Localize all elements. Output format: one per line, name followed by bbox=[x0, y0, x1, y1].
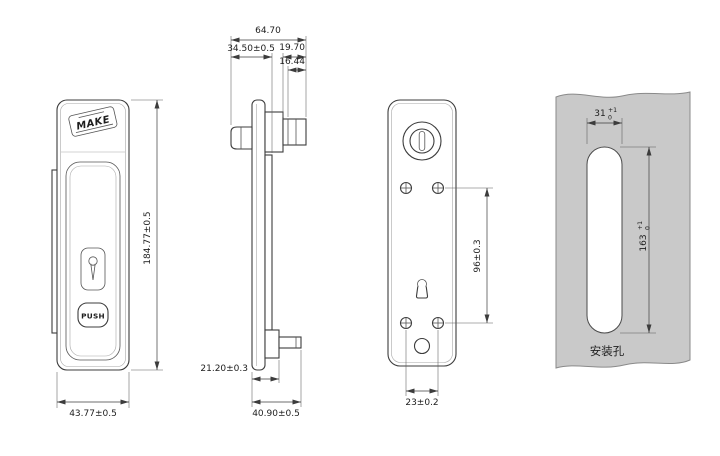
screw-bottom-right bbox=[431, 316, 445, 330]
lock-body-front bbox=[56, 99, 130, 371]
dim-back-horizontal-label: 23±0.2 bbox=[405, 398, 438, 408]
mounting-nut-profile bbox=[282, 118, 307, 146]
dim-side-latch: 21.20±0.3 bbox=[200, 360, 280, 407]
dim-back-vertical-label: 96±0.3 bbox=[473, 239, 483, 272]
dim-front-width-label: 43.77±0.5 bbox=[69, 409, 117, 419]
front-plate-profile bbox=[251, 99, 266, 371]
dim-side-latch-label: 21.20±0.3 bbox=[200, 364, 248, 374]
back-inner-edge bbox=[391, 103, 453, 363]
dim-hole-width-sup: +1 bbox=[608, 107, 617, 114]
dim-side-cylinder: 19.70 bbox=[279, 43, 306, 117]
push-button[interactable]: PUSH bbox=[77, 302, 109, 328]
logo-top-stripe bbox=[78, 111, 105, 119]
dim-front-height-label: 184.77±0.5 bbox=[143, 211, 153, 264]
panel-section bbox=[555, 91, 691, 369]
cylinder-housing-profile bbox=[264, 111, 284, 153]
keyhole-stem-icon bbox=[90, 263, 96, 281]
dim-side-body-label: 34.50±0.5 bbox=[227, 44, 275, 54]
dim-hole-height-sup: +1 bbox=[637, 221, 644, 230]
side-view: 64.70 34.50±0.5 19.70 16.44 21.20±0.3 40… bbox=[200, 26, 307, 419]
lock-body-back bbox=[387, 99, 457, 367]
dim-hole-width: 31 +1 0 bbox=[586, 107, 623, 144]
installation-hole-view: 31 +1 0 163 +1 0 安装孔 bbox=[555, 91, 691, 369]
dim-side-total-label: 64.70 bbox=[255, 26, 281, 36]
bottom-hole bbox=[413, 337, 431, 355]
key-slot[interactable] bbox=[418, 131, 426, 151]
lock-cylinder[interactable] bbox=[402, 121, 442, 161]
logo-outline bbox=[68, 106, 118, 137]
dim-side-nut: 16.44 bbox=[279, 57, 306, 117]
dim-side-nut-label: 16.44 bbox=[279, 57, 305, 67]
lock-body-inner-edge bbox=[60, 103, 126, 367]
screw-top-left bbox=[399, 181, 413, 195]
dim-back-horizontal: 23±0.2 bbox=[405, 330, 439, 408]
dim-hole-height: 163 +1 0 bbox=[620, 146, 656, 334]
back-view: 96±0.3 23±0.2 bbox=[387, 99, 493, 408]
dim-front-width: 43.77±0.5 bbox=[56, 372, 130, 419]
latch-base-profile bbox=[264, 329, 280, 359]
dim-hole-width-sub: 0 bbox=[608, 115, 612, 122]
dim-back-vertical: 96±0.3 bbox=[445, 187, 493, 324]
push-button-face[interactable] bbox=[77, 302, 109, 328]
handle-recess-inner bbox=[69, 165, 117, 357]
dim-side-total: 64.70 bbox=[230, 26, 307, 125]
handle-recess bbox=[65, 161, 121, 361]
dim-side-overall: 40.90±0.5 bbox=[252, 350, 302, 419]
dim-side-cylinder-label: 19.70 bbox=[279, 43, 305, 53]
screw-top-right bbox=[431, 181, 445, 195]
body-rear-profile bbox=[264, 154, 273, 331]
latch-cam-arm bbox=[278, 336, 302, 349]
keyhole-button-face[interactable] bbox=[80, 247, 106, 291]
front-view: MAKE PUSH 184.77±0.5 43.77±0.5 bbox=[51, 99, 163, 419]
cylinder-inner-circle bbox=[409, 128, 435, 154]
dim-side-body: 34.50±0.5 bbox=[227, 44, 275, 153]
keyhole-button[interactable] bbox=[80, 247, 106, 291]
screw-bottom-left bbox=[399, 316, 413, 330]
dim-hole-height-sub: 0 bbox=[645, 226, 652, 230]
cylinder-head-profile bbox=[230, 126, 253, 150]
dim-side-overall-label: 40.90±0.5 bbox=[252, 409, 300, 419]
keyhole-icon bbox=[88, 256, 98, 266]
push-button-label: PUSH bbox=[81, 312, 105, 321]
installation-slot bbox=[586, 146, 623, 334]
cylinder-outer-circle bbox=[402, 121, 442, 161]
dim-hole-height-value: 163 bbox=[639, 234, 649, 251]
dim-front-height: 184.77±0.5 bbox=[131, 99, 163, 371]
installation-hole-label: 安装孔 bbox=[590, 344, 625, 358]
logo-underline bbox=[75, 123, 114, 133]
dim-hole-width-value: 31 bbox=[594, 109, 605, 119]
keyhole-cutout bbox=[415, 279, 429, 299]
